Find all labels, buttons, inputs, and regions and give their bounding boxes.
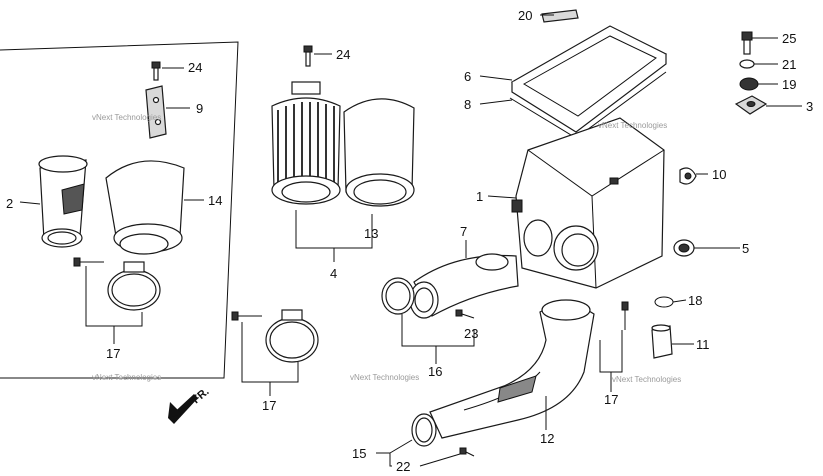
part-24-bolt-left bbox=[151, 61, 161, 81]
callout-labels: 2 24 9 14 17 24 13 4 17 20 6 8 1 10 5 25… bbox=[6, 8, 813, 474]
part-2-tube bbox=[38, 155, 88, 248]
callout-14: 14 bbox=[208, 193, 222, 208]
part-18-clip bbox=[654, 296, 674, 308]
watermark-text: vNext Technologies bbox=[350, 373, 419, 382]
watermark-text: vNext Technologies bbox=[598, 121, 667, 130]
callout-17-right: 17 bbox=[604, 392, 618, 407]
callout-15: 15 bbox=[352, 446, 366, 461]
watermark-text: vNext Technologies bbox=[612, 375, 681, 384]
part-3-mount-rubber bbox=[734, 95, 768, 115]
part-19-collar bbox=[739, 77, 759, 91]
callout-18: 18 bbox=[688, 293, 702, 308]
callout-6: 6 bbox=[464, 69, 471, 84]
callout-7: 7 bbox=[460, 224, 467, 239]
front-direction-arrow: FR. bbox=[168, 386, 212, 424]
part-10-wing-nut bbox=[679, 167, 697, 185]
callout-13: 13 bbox=[364, 226, 378, 241]
callout-8: 8 bbox=[464, 97, 471, 112]
callout-9: 9 bbox=[196, 101, 203, 116]
part-17-clamp-mid bbox=[265, 309, 319, 363]
part-14-filter-sock bbox=[105, 160, 185, 255]
callout-22: 22 bbox=[396, 459, 410, 474]
callout-17-left: 17 bbox=[106, 346, 120, 361]
part-17-screw-left bbox=[73, 257, 104, 267]
part-11-sleeve bbox=[651, 324, 673, 359]
callout-24-left: 24 bbox=[188, 60, 202, 75]
part-7-intake-duct bbox=[409, 253, 519, 319]
part-16-clamp bbox=[381, 277, 415, 315]
part-6-cover bbox=[510, 25, 668, 133]
callout-19: 19 bbox=[782, 77, 796, 92]
callout-12: 12 bbox=[540, 431, 554, 446]
part-17-screw-right bbox=[621, 301, 629, 330]
part-23-screw bbox=[455, 309, 475, 319]
part-25-bolt bbox=[741, 31, 753, 55]
watermarks: vNext Technologies vNext Technologies vN… bbox=[92, 113, 681, 384]
part-1-housing bbox=[511, 117, 665, 289]
callout-4: 4 bbox=[330, 266, 337, 281]
callout-1: 1 bbox=[476, 189, 483, 204]
watermark-text: vNext Technologies bbox=[92, 373, 161, 382]
callout-11: 11 bbox=[696, 337, 710, 352]
part-17-screw-mid bbox=[231, 311, 262, 321]
part-17-clamp-left bbox=[107, 261, 161, 311]
part-5-grommet bbox=[673, 239, 695, 257]
direction-label: FR. bbox=[190, 386, 211, 407]
callout-25: 25 bbox=[782, 31, 796, 46]
callout-2: 2 bbox=[6, 196, 13, 211]
part-20-label bbox=[541, 9, 579, 23]
part-4-pleated-filter bbox=[271, 81, 341, 205]
part-9-bracket bbox=[145, 85, 167, 139]
callout-21: 21 bbox=[782, 57, 796, 72]
part-12-long-duct bbox=[429, 299, 595, 439]
watermark-text: vNext Technologies bbox=[92, 113, 161, 122]
callout-24-mid: 24 bbox=[336, 47, 350, 62]
callout-23: 23 bbox=[464, 326, 478, 341]
callout-16: 16 bbox=[428, 364, 442, 379]
callout-10: 10 bbox=[712, 167, 726, 182]
part-13-foam-filter bbox=[343, 98, 415, 207]
callout-3: 3 bbox=[806, 99, 813, 114]
callout-20: 20 bbox=[518, 8, 532, 23]
callout-17-mid: 17 bbox=[262, 398, 276, 413]
part-15-clamp bbox=[411, 413, 437, 447]
part-22-screw bbox=[459, 447, 475, 457]
inset-panel-border bbox=[0, 41, 239, 379]
part-21-washer bbox=[739, 59, 755, 69]
callout-5: 5 bbox=[742, 241, 749, 256]
leader-lines bbox=[19, 14, 802, 467]
part-24-bolt-mid bbox=[303, 45, 313, 67]
